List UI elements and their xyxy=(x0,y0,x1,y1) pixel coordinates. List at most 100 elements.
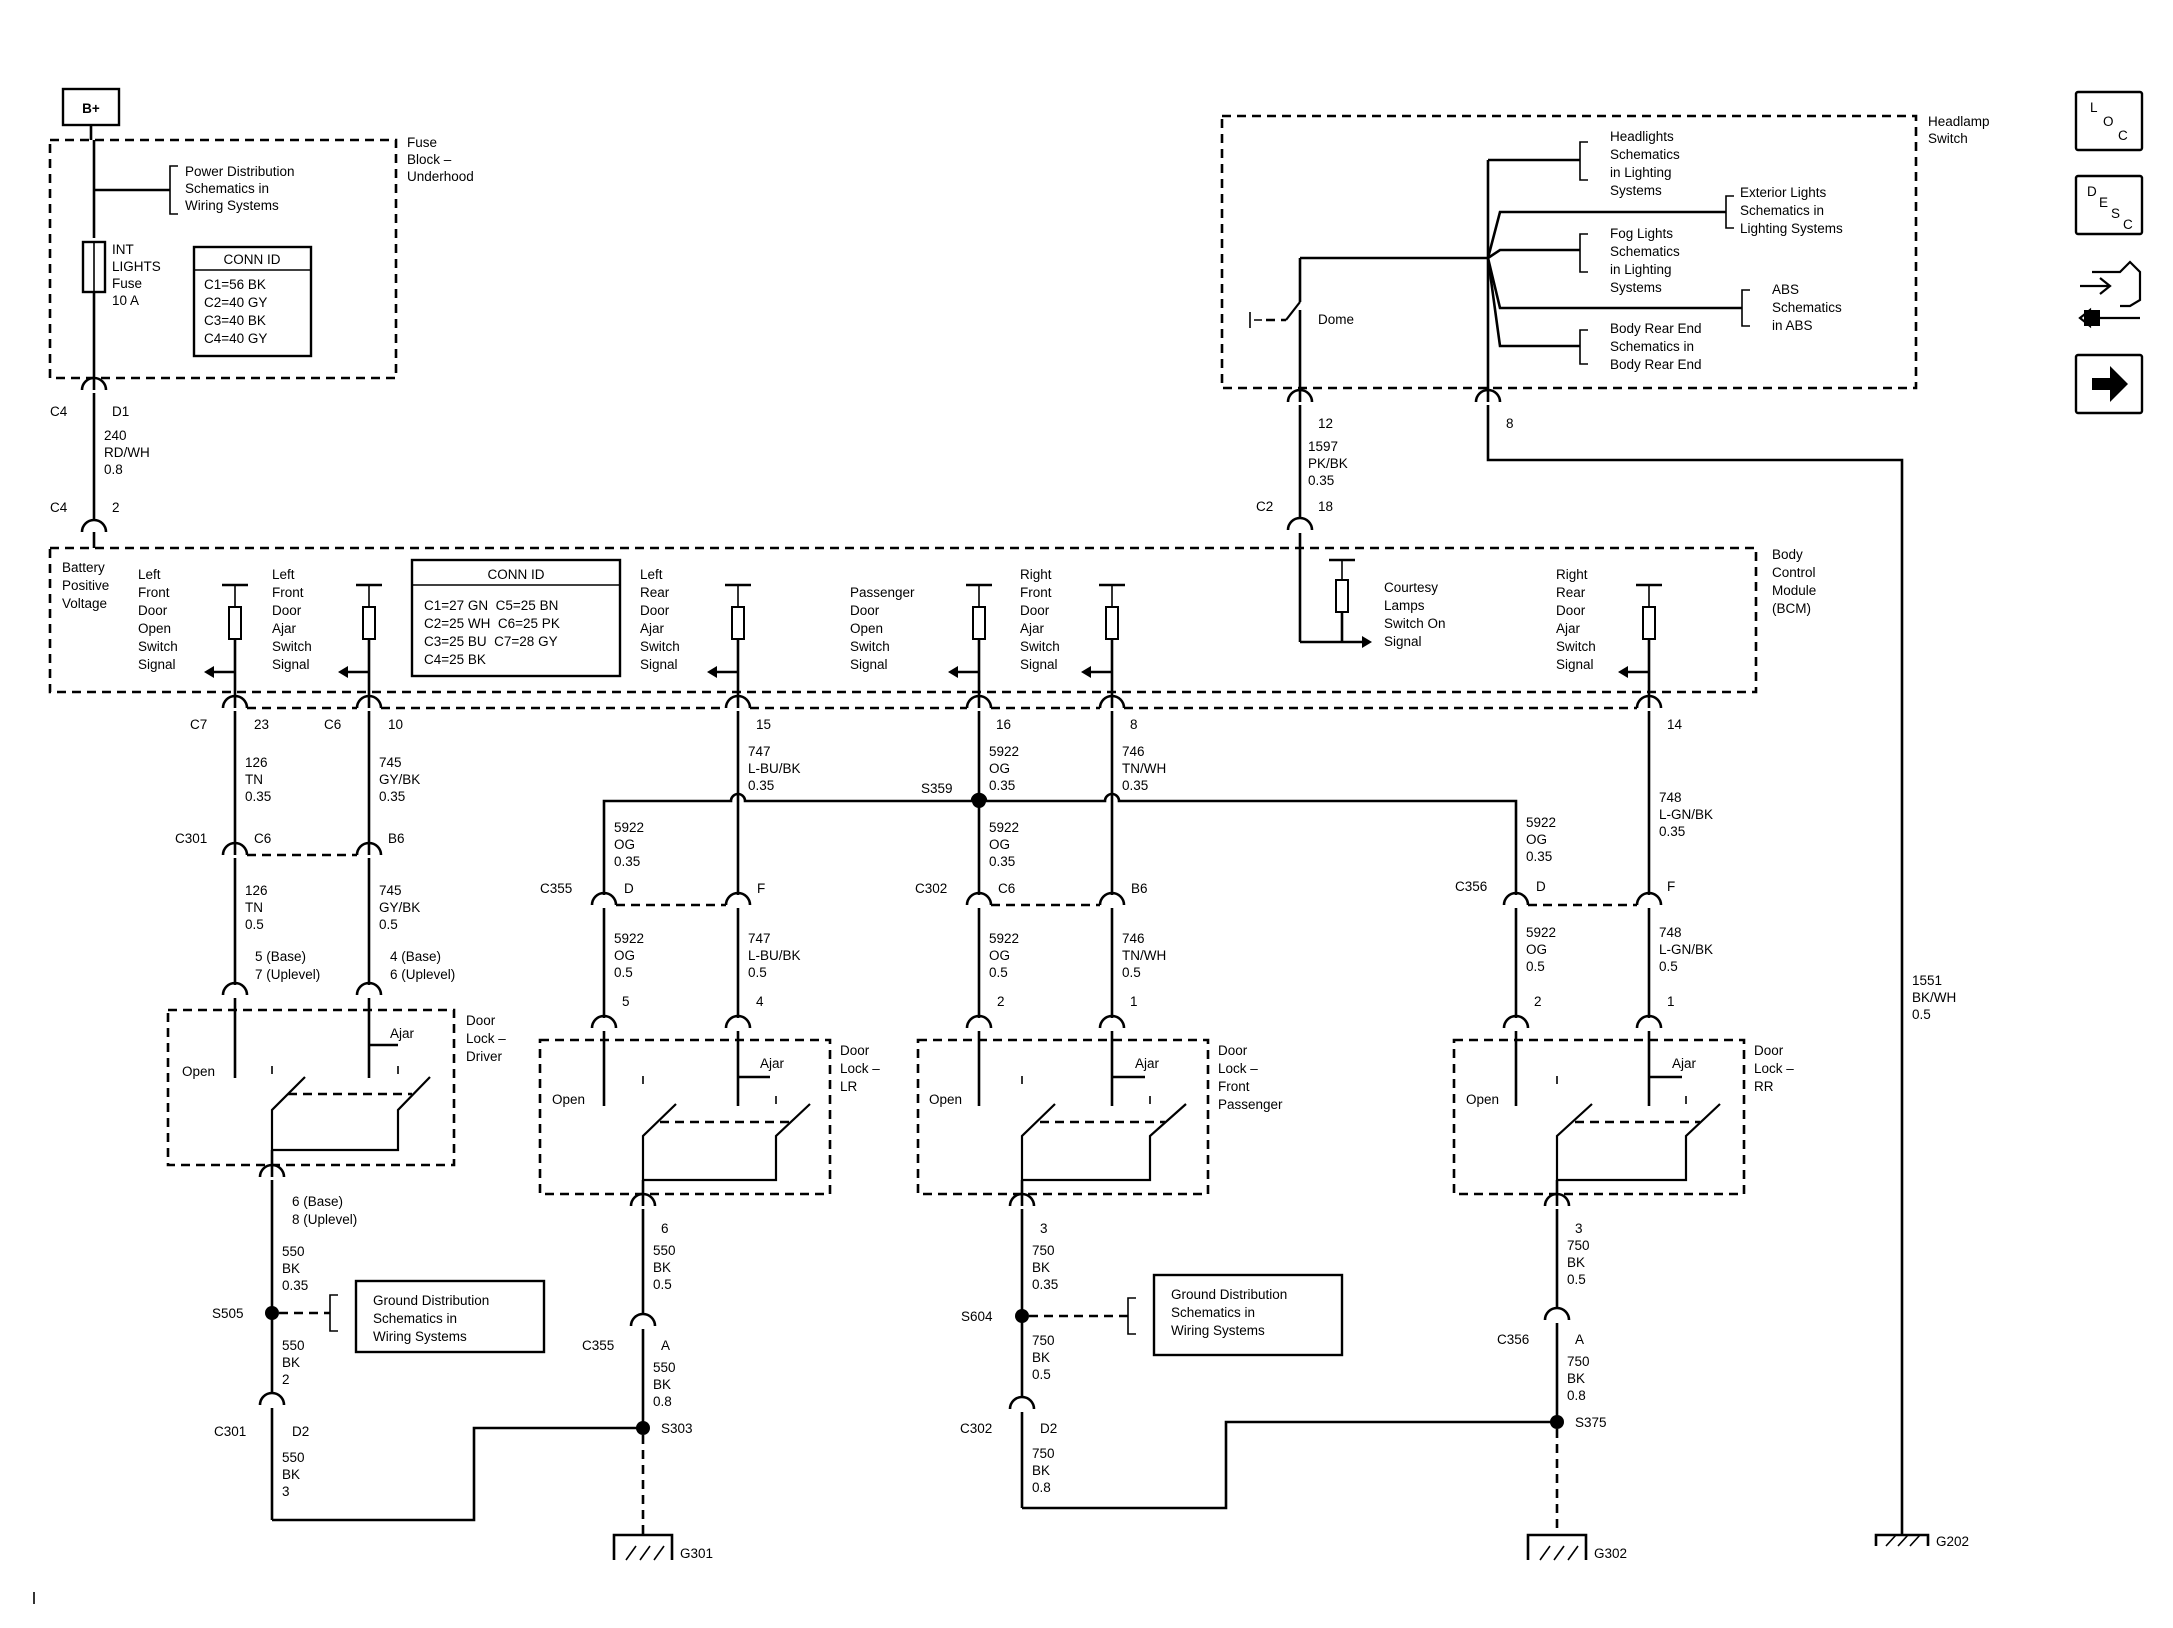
bcm-output-pins: C7 23 C6 10 15 16 8 14 xyxy=(190,694,1683,732)
svg-text:23: 23 xyxy=(254,717,269,732)
svg-text:B6: B6 xyxy=(1131,881,1148,896)
svg-text:2: 2 xyxy=(112,500,120,515)
svg-text:Open: Open xyxy=(929,1092,962,1107)
svg-text:15: 15 xyxy=(756,717,771,732)
splice-s604 xyxy=(1015,1309,1029,1323)
svg-text:Ajar: Ajar xyxy=(760,1056,785,1071)
svg-text:D: D xyxy=(2087,184,2097,199)
svg-text:5 (Base)7 (Uplevel): 5 (Base)7 (Uplevel) xyxy=(255,949,320,982)
svg-text:C6: C6 xyxy=(254,831,271,846)
svg-text:3: 3 xyxy=(1040,1221,1048,1236)
svg-text:8: 8 xyxy=(1506,416,1514,431)
desc-button[interactable]: D E S C xyxy=(2074,174,2144,236)
svg-text:8: 8 xyxy=(1130,717,1138,732)
svg-text:D: D xyxy=(624,881,634,896)
svg-text:C: C xyxy=(2118,128,2128,143)
svg-text:5: 5 xyxy=(622,994,630,1009)
svg-text:C302: C302 xyxy=(960,1421,992,1436)
svg-text:D1: D1 xyxy=(112,404,129,419)
svg-text:D2: D2 xyxy=(292,1424,309,1439)
svg-text:4: 4 xyxy=(756,994,764,1009)
svg-text:C4: C4 xyxy=(50,500,68,515)
arrow-right-icon[interactable] xyxy=(2074,353,2144,415)
svg-text:O: O xyxy=(2103,114,2114,129)
svg-text:C: C xyxy=(2123,217,2133,232)
svg-text:D: D xyxy=(1536,879,1546,894)
svg-text:C4: C4 xyxy=(50,404,68,419)
svg-text:Ajar: Ajar xyxy=(1135,1056,1160,1071)
svg-text:S: S xyxy=(2111,206,2120,221)
svg-text:A: A xyxy=(1575,1332,1584,1347)
svg-text:Ajar: Ajar xyxy=(390,1026,415,1041)
svg-text:14: 14 xyxy=(1667,717,1683,732)
svg-text:16: 16 xyxy=(996,717,1011,732)
svg-text:G301: G301 xyxy=(680,1546,713,1561)
svg-text:3: 3 xyxy=(1575,1221,1583,1236)
svg-text:Open: Open xyxy=(182,1064,215,1079)
svg-text:CONN ID: CONN ID xyxy=(488,567,545,582)
splice-s303 xyxy=(636,1421,650,1435)
loc-button[interactable]: L O C xyxy=(2074,90,2144,152)
svg-text:S604: S604 xyxy=(961,1309,993,1324)
connector-icon[interactable] xyxy=(2078,260,2142,329)
svg-text:Open: Open xyxy=(552,1092,585,1107)
ground-symbol-g301: G301 xyxy=(612,1533,713,1561)
svg-text:18: 18 xyxy=(1318,499,1333,514)
svg-text:1: 1 xyxy=(1130,994,1138,1009)
svg-text:C6: C6 xyxy=(324,717,341,732)
svg-text:C356: C356 xyxy=(1497,1332,1529,1347)
svg-text:CONN ID: CONN ID xyxy=(224,252,281,267)
splice-s505 xyxy=(265,1306,279,1320)
svg-text:G202: G202 xyxy=(1936,1534,1969,1549)
svg-text:6: 6 xyxy=(661,1221,669,1236)
power-source: B+ xyxy=(61,87,121,140)
svg-text:B6: B6 xyxy=(388,831,405,846)
ground-symbol-g202: G202 xyxy=(1874,1533,1969,1549)
